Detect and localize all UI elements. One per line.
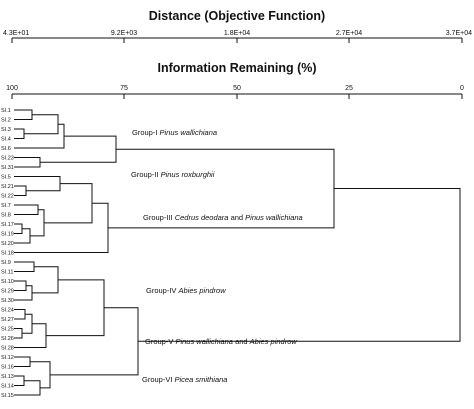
- leaf-label: SI.3: [1, 127, 11, 133]
- dendrogram-branch: [46, 279, 105, 337]
- distance-axis-title: Distance (Objective Function): [149, 9, 325, 23]
- dendrogram-branch: [40, 135, 117, 163]
- leaf-label: SI.28: [1, 346, 14, 352]
- leaf-label: SI.27: [1, 317, 14, 323]
- dendrogram-branch: [14, 176, 61, 192]
- group-label-prefix: Group-V: [145, 337, 175, 346]
- group-label-prefix: Group-III: [143, 213, 175, 222]
- leaf-label: SI.7: [1, 203, 11, 209]
- information-remaining-axis: Information Remaining (%) 100 75 50 25 0: [6, 61, 464, 99]
- leaf-label: SI.20: [1, 241, 14, 247]
- information-tick-label: 25: [345, 85, 353, 92]
- group-label: Group-IV Abies pindrow: [146, 286, 226, 295]
- leaf-label: SI.18: [1, 251, 14, 257]
- group-label: Group-III Cedrus deodara and Pinus walli…: [143, 213, 303, 222]
- dendrogram-branch: [50, 307, 139, 376]
- group-label-species: Cedrus deodara: [175, 213, 229, 222]
- leaf-label: SI.29: [1, 289, 14, 295]
- information-tick-label: 75: [120, 85, 128, 92]
- distance-tick-label: 4.3E+01: [3, 30, 29, 37]
- leaf-label: SI.6: [1, 146, 11, 152]
- group-label: Group-V Pinus wallichiana and Abies pind…: [145, 337, 297, 346]
- leaf-label: SI.24: [1, 308, 14, 314]
- leaf-label: SI.12: [1, 355, 14, 361]
- leaf-label: SI.31: [1, 165, 14, 171]
- dendrogram-branch: [14, 356, 31, 367]
- dendrogram-branch: [14, 375, 25, 386]
- information-tick-label: 50: [233, 85, 241, 92]
- dendrogram-branch: [14, 202, 109, 253]
- group-label: Group-VI Picea smithiana: [142, 375, 227, 384]
- group-label-species: Abies pindrow: [178, 286, 227, 295]
- group-label-prefix: Group-I: [132, 128, 160, 137]
- leaf-label: SI.15: [1, 393, 14, 399]
- group-label-species: Pinus wallichiana: [175, 337, 233, 346]
- dendrogram-branch: [14, 157, 41, 168]
- information-tick-label: 100: [6, 85, 18, 92]
- dendrogram-branch: [138, 188, 461, 342]
- information-tick-label: 0: [460, 85, 464, 92]
- dendrogram-branch: [44, 183, 93, 224]
- leaf-label: SI.30: [1, 298, 14, 304]
- dendrogram-branch: [14, 323, 47, 348]
- leaf-label: SI.19: [1, 232, 14, 238]
- group-label-prefix: Group-VI: [142, 375, 175, 384]
- leaf-label: SI.5: [1, 175, 11, 181]
- leaf-label: SI.8: [1, 213, 11, 219]
- group-label-species: Picea smithiana: [175, 375, 228, 384]
- leaf-label: SI.22: [1, 194, 14, 200]
- dendrogram-branch: [32, 266, 59, 294]
- leaf-label: SI.11: [1, 270, 13, 276]
- dendrogram-branch: [14, 109, 33, 120]
- dendrogram-branch: [14, 328, 23, 339]
- information-axis-title: Information Remaining (%): [157, 61, 316, 75]
- leaf-labels: SI.1SI.2SI.3SI.4SI.6SI.23SI.31SI.5SI.21S…: [1, 108, 14, 399]
- dendrogram-branch: [30, 209, 45, 237]
- leaf-label: SI.13: [1, 374, 14, 380]
- group-label-species2: Abies pindrow: [249, 337, 298, 346]
- dendrogram-branch: [14, 261, 35, 272]
- leaf-label: SI.9: [1, 260, 11, 266]
- group-label-prefix: Group-IV: [146, 286, 179, 295]
- group-label-species: Pinus roxburghii: [161, 170, 215, 179]
- dendrogram-branch: [14, 185, 27, 196]
- distance-axis: Distance (Objective Function) 4.3E+01 9.2…: [3, 9, 472, 43]
- dendrogram-branch: [22, 313, 33, 334]
- leaf-label: SI.1: [1, 108, 11, 114]
- dendrogram-branch: [14, 128, 25, 139]
- leaf-label: SI.16: [1, 365, 14, 371]
- leaf-label: SI.25: [1, 327, 14, 333]
- dendrogram-branch: [14, 309, 26, 320]
- group-label: Group-II Pinus roxburghii: [131, 170, 215, 179]
- dendrogram-branch: [14, 204, 39, 215]
- leaf-label: SI.23: [1, 156, 14, 162]
- leaf-label: SI.14: [1, 384, 14, 390]
- group-label-species2: Pinus wallichiana: [245, 213, 303, 222]
- group-label-mid: and: [233, 337, 250, 346]
- leaf-label: SI.17: [1, 222, 14, 228]
- group-label-prefix: Group-II: [131, 170, 161, 179]
- leaf-label: SI.4: [1, 137, 11, 143]
- distance-tick-label: 3.7E+04: [446, 30, 472, 37]
- distance-tick-label: 9.2E+03: [111, 30, 137, 37]
- group-label-species: Pinus wallichiana: [160, 128, 218, 137]
- leaf-label: SI.26: [1, 336, 14, 342]
- dendrogram-branch: [14, 280, 27, 291]
- distance-tick-label: 2.7E+04: [336, 30, 362, 37]
- leaf-label: SI.10: [1, 279, 14, 285]
- dendrogram-branch: [24, 114, 59, 135]
- dendrogram-branch: [14, 285, 33, 301]
- group-label: Group-I Pinus wallichiana: [132, 128, 217, 137]
- dendrogram-branches: [14, 109, 461, 396]
- leaf-label: SI.2: [1, 118, 11, 124]
- dendrogram-branch: [14, 380, 41, 396]
- leaf-label: SI.21: [1, 184, 14, 190]
- group-label-mid: and: [228, 213, 245, 222]
- dendrogram-branch: [14, 223, 23, 234]
- distance-tick-label: 1.8E+04: [224, 30, 250, 37]
- dendrogram-branch: [14, 123, 65, 149]
